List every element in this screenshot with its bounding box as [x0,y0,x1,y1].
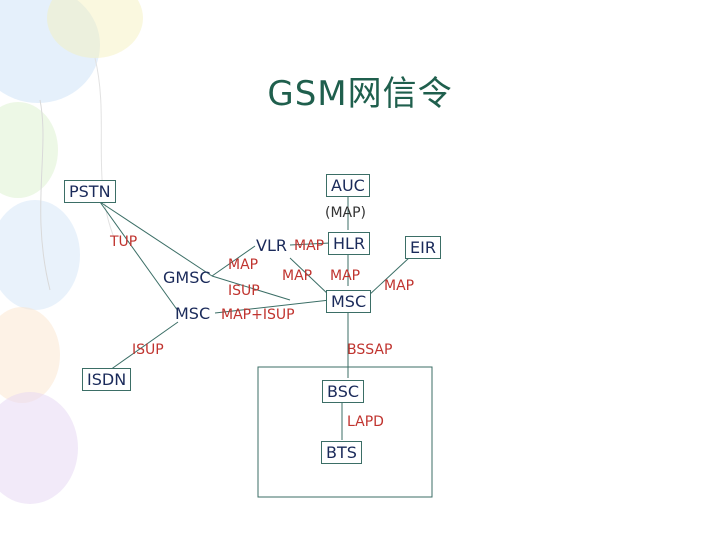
msc-center-node: MSC [326,290,372,313]
protocol-msc-bsc: BSSAP [347,342,393,358]
pstn-node: PSTN [64,180,116,203]
protocol-gmsc-vlr: MAP [228,257,259,273]
bsc-node: BSC [322,380,365,403]
bts-node: BTS [321,441,362,464]
protocol-gmsc-msc: ISUP [228,283,260,299]
protocol-vlr-msc: MAP [282,268,313,284]
protocol-hlr-msc: MAP [330,268,361,284]
isdn-node: ISDN [82,368,132,391]
gmsc-node: GMSC [163,268,211,287]
auc-node: AUC [326,174,370,197]
protocol-vlr-hlr: MAP [294,238,325,254]
vlr-node: VLR [256,236,287,255]
msc-left-node: MSC [175,304,211,323]
protocol-eir-msc: MAP [384,278,415,294]
eir-node: EIR [405,236,441,259]
hlr-node: HLR [328,232,371,255]
page-title: GSM网信令 [267,74,453,114]
protocol-bsc-bts: LAPD [347,414,384,430]
protocol-auc-hlr: (MAP) [325,205,367,221]
protocol-isdn-msc: ISUP [132,342,164,358]
protocol-msc-msc: MAP+ISUP [221,307,295,323]
protocol-pstn-gmsc: TUP [110,234,138,250]
